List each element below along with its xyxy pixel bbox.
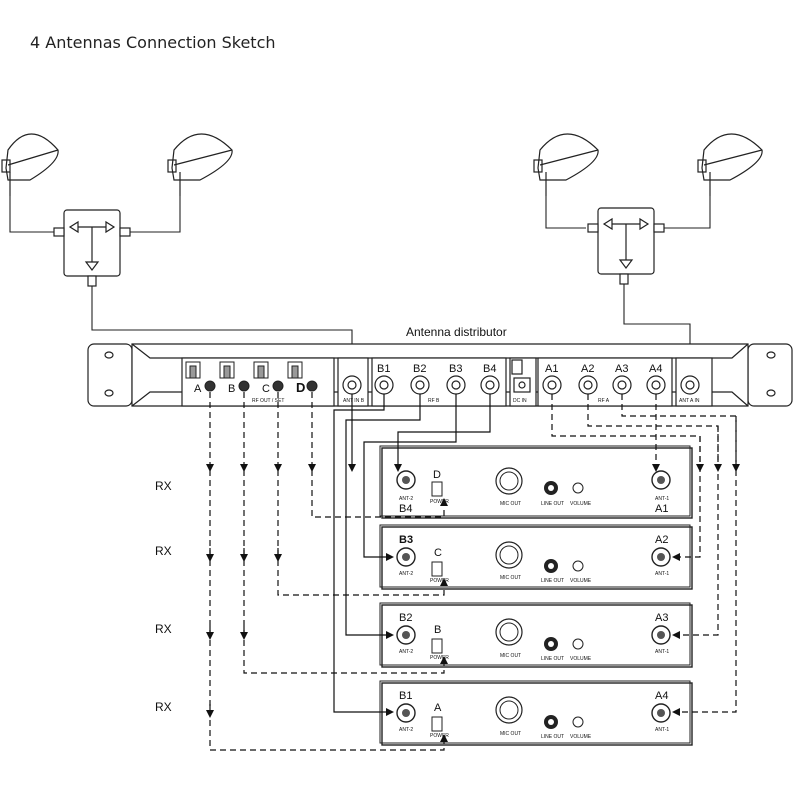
rx3-a-port: A3 (655, 612, 668, 624)
rx2-line-out: LINE OUT (541, 578, 564, 584)
rx4-ant1: ANT-1 (655, 727, 669, 733)
rack-bnc-connectors (342, 359, 700, 395)
rx1-a-port: A1 (655, 503, 668, 515)
label-ant-in-b: ANT IN B (343, 398, 365, 404)
receiver-4 (379, 680, 693, 746)
rx2-a-port: A2 (655, 534, 668, 546)
distributor-label: Antenna distributor (406, 325, 507, 339)
rx4-volume: VOLUME (570, 734, 592, 740)
rx3-volume: VOLUME (570, 656, 592, 662)
rx2-power: POWER (430, 578, 449, 584)
rx2-volume: VOLUME (570, 578, 592, 584)
rx4-b-port: B1 (399, 690, 412, 702)
rx3-ant1: ANT-1 (655, 649, 669, 655)
rx2-channel: C (434, 547, 442, 559)
receiver-1 (379, 445, 693, 519)
label-rf-a: RF A (598, 398, 610, 404)
rx4-power: POWER (430, 733, 449, 739)
rx2-ant1: ANT-1 (655, 571, 669, 577)
switch-label-c: C (262, 383, 270, 395)
switch-output-cables (206, 392, 448, 751)
rx3-power: POWER (430, 655, 449, 661)
rx1-mic-out: MIC OUT (500, 501, 521, 507)
a-output-cables (551, 394, 740, 716)
rx4-label: RX (155, 700, 172, 714)
rx4-mic-out: MIC OUT (500, 731, 521, 737)
rx4-a-port: A4 (655, 690, 668, 702)
switch-label-d: D (296, 380, 305, 395)
label-rf-b: RF B (428, 398, 440, 404)
rx2-label: RX (155, 544, 172, 558)
rx1-b-port: B4 (399, 503, 412, 515)
rx4-ant2: ANT-2 (399, 727, 413, 733)
rx1-label: RX (155, 479, 172, 493)
port-b3: B3 (449, 363, 462, 375)
rx3-label: RX (155, 622, 172, 636)
rx3-b-port: B2 (399, 612, 412, 624)
rx3-ant2: ANT-2 (399, 649, 413, 655)
rx2-b-port: B3 (399, 534, 413, 546)
port-a2: A2 (581, 363, 594, 375)
port-a3: A3 (615, 363, 628, 375)
label-ant-a-in: ANT A IN (679, 398, 700, 404)
attenuator-switches (185, 361, 318, 392)
page-title: 4 Antennas Connection Sketch (30, 33, 276, 52)
rx2-ant2: ANT-2 (399, 571, 413, 577)
rx3-mic-out: MIC OUT (500, 653, 521, 659)
rx4-channel: A (434, 702, 442, 714)
b-output-cables (333, 394, 491, 716)
receiver-3 (379, 602, 693, 668)
rx3-line-out: LINE OUT (541, 656, 564, 662)
antenna-left-2 (167, 133, 233, 196)
receiver-2 (379, 524, 693, 590)
rx1-ant1: ANT-1 (655, 496, 669, 502)
label-dc-in: DC IN (513, 398, 527, 404)
rx1-ant2: ANT-2 (399, 496, 413, 502)
port-b4: B4 (483, 363, 496, 375)
rx1-channel: D (433, 469, 441, 481)
antenna-right-1 (533, 133, 599, 196)
rx3-channel: B (434, 624, 441, 636)
switch-label-b: B (228, 383, 235, 395)
port-b2: B2 (413, 363, 426, 375)
splitter-left (53, 209, 131, 287)
label-rf-out-set: RF OUT / SET (252, 398, 284, 404)
antenna-cables (9, 196, 711, 233)
port-a4: A4 (649, 363, 662, 375)
antenna-left-1 (1, 133, 59, 196)
rx1-volume: VOLUME (570, 501, 592, 507)
rx2-mic-out: MIC OUT (500, 575, 521, 581)
rx1-power: POWER (430, 499, 449, 505)
rx1-line-out: LINE OUT (541, 501, 564, 507)
splitter-right (587, 207, 665, 285)
switch-label-a: A (194, 383, 202, 395)
port-b1: B1 (377, 363, 390, 375)
rx4-line-out: LINE OUT (541, 734, 564, 740)
antenna-right-2 (697, 133, 763, 196)
port-a1: A1 (545, 363, 558, 375)
